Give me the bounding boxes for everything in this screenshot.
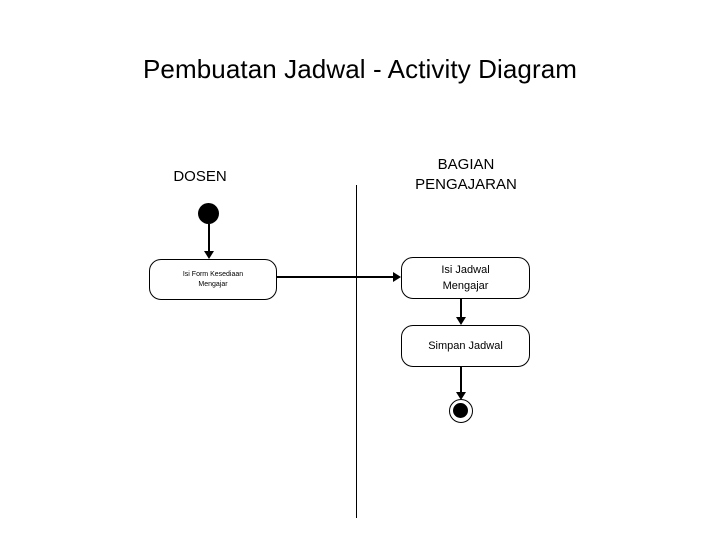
transition-isi-jadwal-to-simpan-jadwal xyxy=(460,299,462,319)
activity-node-isi-jadwal-mengajar[interactable]: Isi Jadwal Mengajar xyxy=(401,257,530,299)
initial-node-icon xyxy=(198,203,219,224)
final-node-inner-circle xyxy=(453,403,468,418)
transition-simpan-jadwal-to-end xyxy=(460,367,462,395)
transition-isi-form-to-isi-jadwal xyxy=(277,276,395,278)
swimlane-header-bagian-pengajaran: BAGIAN PENGAJARAN xyxy=(415,156,517,193)
page-title: Pembuatan Jadwal - Activity Diagram xyxy=(142,54,578,84)
transition-start-to-isi-form xyxy=(208,224,210,253)
arrowhead-down-icon xyxy=(456,317,466,325)
swimlane-divider xyxy=(356,185,357,518)
arrowhead-down-icon xyxy=(204,251,214,259)
activity-node-isi-form-kesediaan[interactable]: Isi Form Kesediaan Mengajar xyxy=(149,259,277,300)
swimlane-header-dosen: DOSEN xyxy=(173,168,227,185)
activity-node-simpan-jadwal[interactable]: Simpan Jadwal xyxy=(401,325,530,367)
arrowhead-right-icon xyxy=(393,272,401,282)
final-node-icon xyxy=(449,399,473,423)
arrowhead-down-icon xyxy=(456,392,466,400)
